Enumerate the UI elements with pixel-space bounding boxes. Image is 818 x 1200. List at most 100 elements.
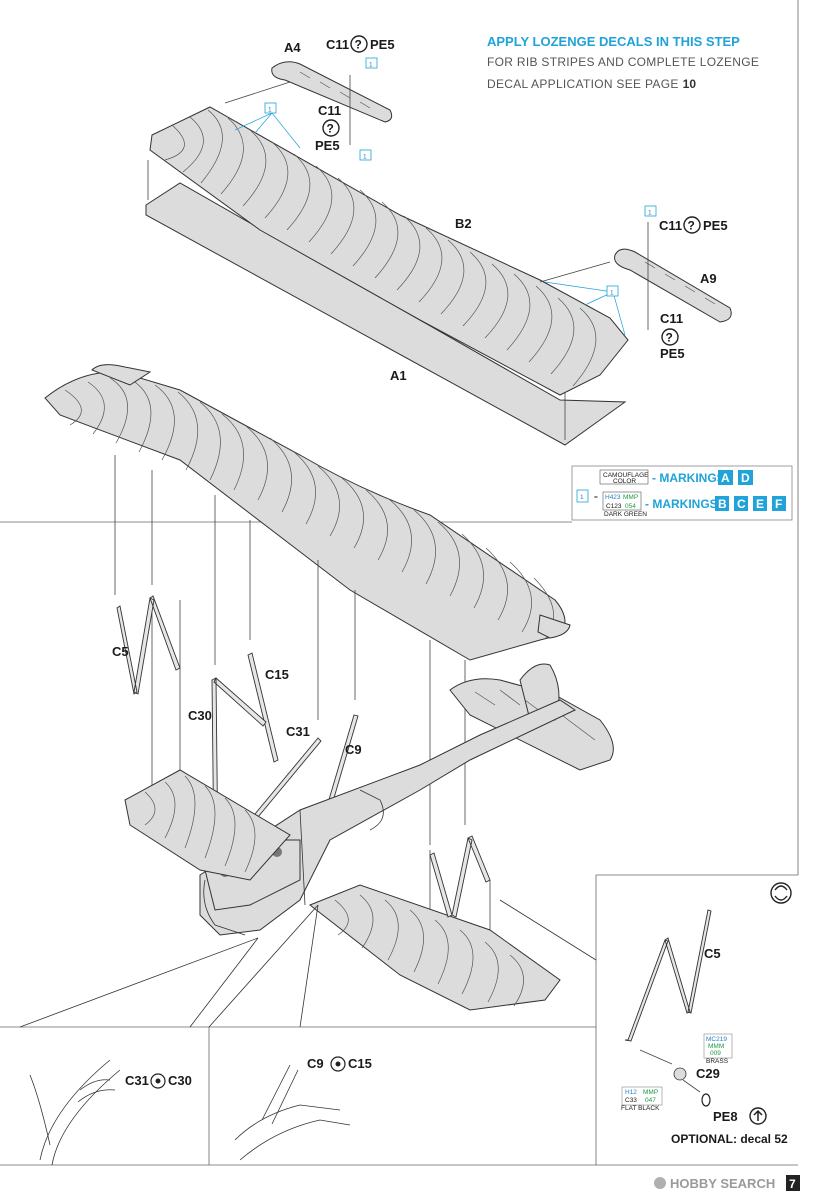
detail-label-c15: C15 (348, 1056, 372, 1071)
svg-text:BRASS: BRASS (706, 1058, 729, 1065)
svg-text:?: ? (327, 122, 334, 136)
detail-leaders (19, 899, 597, 1028)
footer: HOBBY SEARCH 7 (654, 1175, 800, 1191)
part-label-b2: B2 (455, 216, 472, 231)
legend-mmp-code: MMP (623, 494, 638, 501)
upper-wing-lower-panel-a1 (145, 182, 627, 446)
callout-box: 1 (644, 205, 657, 217)
detail-label-c30: C30 (168, 1073, 192, 1088)
aileron-a9 (614, 248, 732, 323)
part-label-a9: A9 (700, 271, 717, 286)
step-note-line1: FOR RIB STRIPES AND COMPLETE LOZENGE (487, 55, 759, 69)
marking-d: D (741, 471, 750, 485)
detail-label-c31: C31 (125, 1073, 149, 1088)
callout-box: 1 (365, 57, 378, 69)
brass-color-box: MC219 MMM 009 BRASS (703, 1033, 733, 1065)
part-label-a4: A4 (284, 40, 301, 55)
header: APPLY LOZENGE DECALS IN THIS STEP FOR RI… (487, 34, 759, 91)
marking-legend: CAMOUFLAGE COLOR - MARKINGS A D 1 = H423… (571, 465, 793, 521)
strut-c5 (116, 595, 181, 695)
marking-e: E (756, 497, 764, 511)
watermark: HOBBY SEARCH (670, 1176, 775, 1191)
legend-color: COLOR (613, 478, 636, 485)
optional-note: OPTIONAL: decal 52 (671, 1132, 788, 1146)
part-label-c9: C9 (345, 742, 362, 757)
legend-markings-label-1: - MARKINGS (652, 471, 725, 485)
svg-text:009: 009 (710, 1050, 721, 1057)
detail-label-c9: C9 (307, 1056, 324, 1071)
strut-c15 (247, 652, 279, 763)
rotate-icon (770, 882, 792, 904)
marking-f: F (775, 497, 782, 511)
svg-text:047: 047 (645, 1097, 656, 1104)
legend-camouflage: CAMOUFLAGE (603, 472, 649, 479)
aileron-a4 (271, 61, 393, 123)
svg-text:1: 1 (648, 210, 652, 217)
step-title: APPLY LOZENGE DECALS IN THIS STEP (487, 34, 740, 49)
detail-c9-c15 (234, 1064, 351, 1161)
fuselage-assembly (124, 663, 614, 1011)
part-label-a1: A1 (390, 368, 407, 383)
svg-text:MC219: MC219 (706, 1036, 727, 1043)
detail-label-c29: C29 (696, 1066, 720, 1081)
svg-text:1: 1 (268, 107, 272, 114)
svg-text:1: 1 (369, 62, 373, 69)
legend-color-name: DARK GREEN (604, 511, 647, 518)
detail-label-c5: C5 (704, 946, 721, 961)
flat-black-color-box: H12 MMP C33 047 FLAT BLACK (621, 1086, 663, 1112)
panel-frames (0, 0, 799, 1166)
marking-a: A (721, 471, 730, 485)
part-label-pe5-right: PE5 (703, 218, 728, 233)
svg-text:MMP: MMP (643, 1089, 658, 1096)
assembled-upper-wing (44, 364, 571, 661)
legend-mmp-num: 054 (625, 503, 636, 510)
assembled-wing-ribs (64, 377, 554, 639)
part-label-c11-mid: C11 (318, 103, 341, 118)
part-label-c30: C30 (188, 708, 212, 723)
svg-text:?: ? (666, 331, 673, 345)
glue-icon (150, 1073, 166, 1089)
part-label-c15: C15 (265, 667, 289, 682)
legend-c-code: C123 (606, 503, 622, 510)
help-circle-icon: ? (350, 35, 368, 53)
glue-icon (330, 1056, 346, 1072)
legend-eq: = (594, 494, 598, 501)
part-label-c11-top: C11 (326, 37, 349, 52)
callout-box: 1 (606, 285, 619, 297)
upper-wing-assembly (145, 61, 732, 446)
svg-text:FLAT BLACK: FLAT BLACK (621, 1105, 660, 1112)
svg-text:MMM: MMM (708, 1043, 724, 1050)
svg-text:?: ? (688, 219, 695, 233)
page-number: 7 (789, 1177, 796, 1191)
callout-box: 1 (359, 149, 372, 161)
svg-text:?: ? (355, 38, 362, 52)
svg-text:1: 1 (610, 290, 614, 297)
strut-arrows (114, 455, 491, 985)
legend-h-code: H423 (605, 494, 621, 501)
callout-box: 1 (264, 102, 277, 114)
detail-label-pe8: PE8 (713, 1109, 738, 1124)
marking-b: B (718, 497, 727, 511)
part-label-c31: C31 (286, 724, 310, 739)
marking-c: C (737, 497, 746, 511)
help-circle-icon: ? (683, 216, 701, 234)
arrow-up-circle-icon (749, 1107, 767, 1125)
upper-wing-top-panel-b2 (149, 106, 629, 396)
part-label-pe5-top: PE5 (370, 37, 395, 52)
part-label-pe5-right-low: PE5 (660, 346, 685, 361)
detail-c31-c30 (29, 1059, 121, 1166)
svg-text:1: 1 (363, 154, 367, 161)
help-circle-icon: ? (661, 328, 679, 346)
svg-text:C33: C33 (625, 1097, 637, 1104)
help-circle-icon: ? (322, 119, 340, 137)
svg-text:H12: H12 (625, 1089, 637, 1096)
part-label-pe5-mid: PE5 (315, 138, 340, 153)
detail-optional-c5 (624, 909, 712, 1107)
upper-wing-ribs (164, 109, 597, 387)
part-label-c5: C5 (112, 644, 129, 659)
legend-markings-label-2: - MARKINGS (645, 497, 718, 511)
svg-text:1: 1 (580, 494, 584, 501)
part-label-c11-right-low: C11 (660, 311, 683, 326)
